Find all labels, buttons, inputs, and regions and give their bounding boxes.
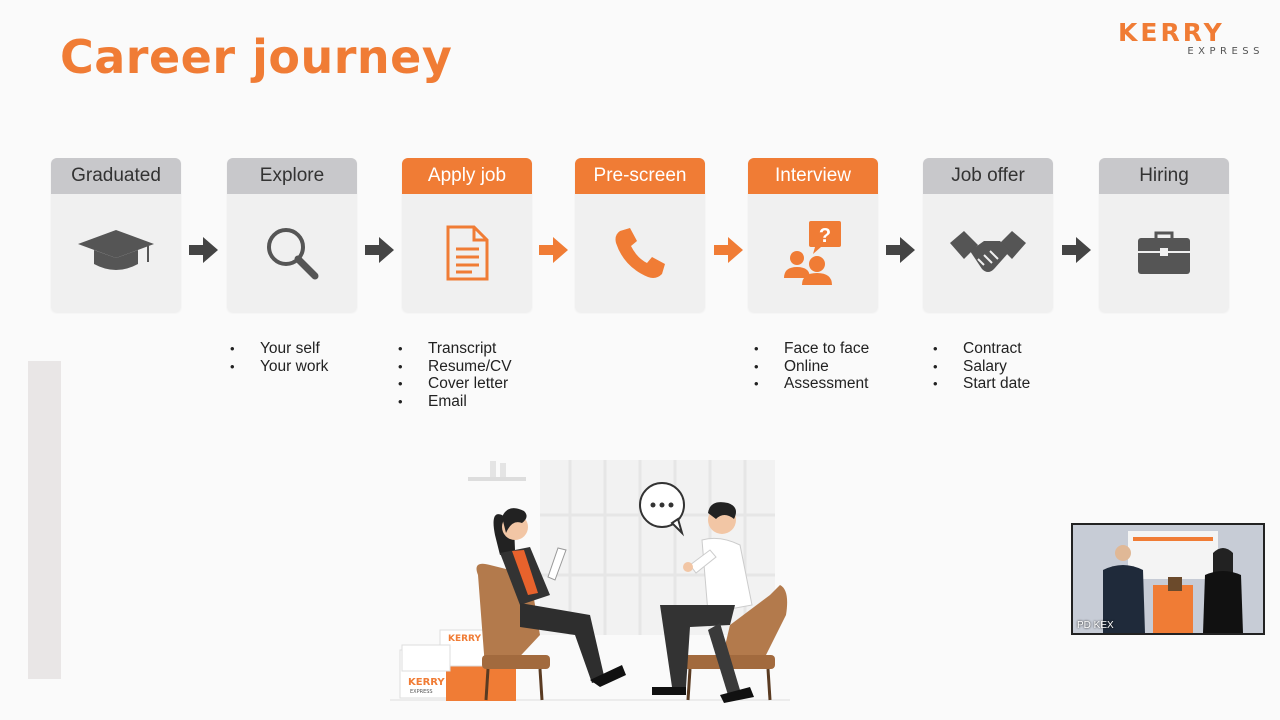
kerry-express-logo: KERRY EXPRESS xyxy=(1118,20,1264,58)
step-label: Pre-screen xyxy=(575,158,705,194)
step-explore: Explore xyxy=(227,158,357,312)
svg-text:KERRY: KERRY xyxy=(448,634,481,644)
arrow-icon xyxy=(365,237,394,263)
step-label: Job offer xyxy=(923,158,1053,194)
step-interview: Interview ? xyxy=(748,158,878,312)
logo-word: KERRY xyxy=(1118,18,1225,47)
video-scene xyxy=(1073,525,1263,633)
apply-details: Transcript Resume/CV Cover letter Email xyxy=(398,340,512,410)
logo-subword: EXPRESS xyxy=(1187,46,1264,57)
participant-name: PD KEX xyxy=(1077,620,1114,631)
box-sub-text: EXPRESS xyxy=(410,689,433,695)
handshake-icon xyxy=(923,194,1053,312)
list-item: Face to face xyxy=(754,340,869,358)
step-label: Hiring xyxy=(1099,158,1229,194)
step-label: Graduated xyxy=(51,158,181,194)
document-icon xyxy=(402,194,532,312)
step-graduated: Graduated xyxy=(51,158,181,312)
list-item: Transcript xyxy=(398,340,512,358)
explore-details: Your self Your work xyxy=(230,340,328,375)
arrow-icon xyxy=(714,237,743,263)
slide-title: Career journey xyxy=(60,30,453,84)
side-panel xyxy=(28,361,61,679)
list-item: Cover letter xyxy=(398,375,512,393)
list-item: Contract xyxy=(933,340,1030,358)
briefcase-icon xyxy=(1099,194,1229,312)
list-item: Online xyxy=(754,358,869,376)
step-apply-job: Apply job xyxy=(402,158,532,312)
arrow-icon xyxy=(886,237,915,263)
list-item: Email xyxy=(398,393,512,411)
arrow-icon xyxy=(189,237,218,263)
offer-details: Contract Salary Start date xyxy=(933,340,1030,393)
step-pre-screen: Pre-screen xyxy=(575,158,705,312)
interview-illustration: KERRY EXPRESS KERRY xyxy=(390,455,790,715)
phone-icon xyxy=(575,194,705,312)
step-label: Apply job xyxy=(402,158,532,194)
arrow-icon xyxy=(1062,237,1091,263)
interview-details: Face to face Online Assessment xyxy=(754,340,869,393)
step-label: Interview xyxy=(748,158,878,194)
people-question-icon: ? xyxy=(748,194,878,312)
step-job-offer: Job offer xyxy=(923,158,1053,312)
list-item: Assessment xyxy=(754,375,869,393)
graduation-cap-icon xyxy=(51,194,181,312)
video-feed[interactable]: PD KEX xyxy=(1071,523,1265,635)
list-item: Salary xyxy=(933,358,1030,376)
list-item: Your work xyxy=(230,358,328,376)
list-item: Your self xyxy=(230,340,328,358)
arrow-icon xyxy=(539,237,568,263)
magnifier-icon xyxy=(227,194,357,312)
list-item: Start date xyxy=(933,375,1030,393)
step-hiring: Hiring xyxy=(1099,158,1229,312)
box-brand-text: KERRY xyxy=(408,677,445,688)
step-label: Explore xyxy=(227,158,357,194)
list-item: Resume/CV xyxy=(398,358,512,376)
svg-text:?: ? xyxy=(819,225,831,247)
